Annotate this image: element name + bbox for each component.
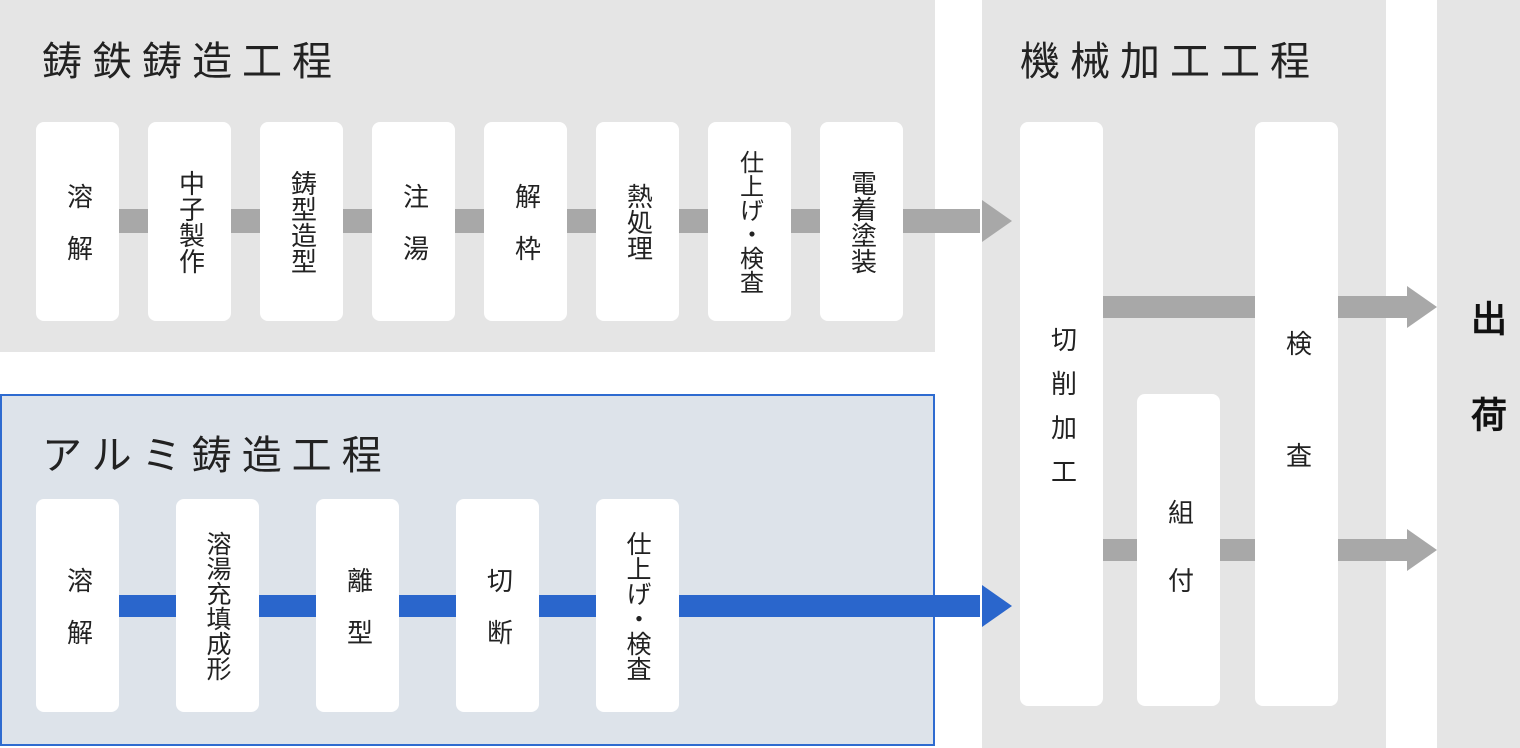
iron-step-label: 電着塗装 bbox=[846, 169, 877, 274]
iron-step-electrocoating: 電着塗装 bbox=[820, 122, 903, 321]
aluminum-step-melting: 溶 解 bbox=[36, 499, 119, 712]
machining-step-label: 検 査 bbox=[1281, 330, 1312, 498]
shipment-panel bbox=[1437, 0, 1520, 748]
shipment-label: 出荷 bbox=[1465, 300, 1507, 492]
to-shipment-arrowhead-upper bbox=[1407, 286, 1437, 328]
aluminum-step-cutting: 切 断 bbox=[456, 499, 539, 712]
machining-step-cutting: 切削加工 bbox=[1020, 122, 1103, 706]
iron-casting-title: 鋳鉄鋳造工程 bbox=[42, 39, 342, 85]
machining-step-label: 組 付 bbox=[1163, 499, 1194, 601]
iron-step-shakeout: 解 枠 bbox=[484, 122, 567, 321]
aluminum-step-label: 切 断 bbox=[482, 566, 513, 645]
iron-step-pouring: 注 湯 bbox=[372, 122, 455, 321]
aluminum-step-label: 仕上げ・検査 bbox=[623, 530, 652, 681]
machining-step-inspection: 検 査 bbox=[1255, 122, 1338, 706]
aluminum-flow-arrowhead bbox=[982, 585, 1012, 627]
iron-step-label: 熱処理 bbox=[622, 182, 653, 261]
iron-step-finishing-inspection: 仕上げ・検査 bbox=[708, 122, 791, 321]
iron-step-label: 中子製作 bbox=[174, 169, 205, 274]
iron-step-label: 鋳型造型 bbox=[286, 169, 317, 274]
machining-title: 機械加工工程 bbox=[1020, 39, 1320, 85]
iron-step-heat-treatment: 熱処理 bbox=[596, 122, 679, 321]
to-shipment-bar-lower bbox=[1338, 539, 1410, 561]
iron-flow-arrowhead bbox=[982, 200, 1012, 242]
aluminum-step-label: 溶湯充填成形 bbox=[203, 530, 232, 681]
iron-step-label: 解 枠 bbox=[510, 182, 541, 261]
aluminum-casting-title: アルミ鋳造工程 bbox=[42, 433, 392, 479]
aluminum-step-finishing-inspection: 仕上げ・検査 bbox=[596, 499, 679, 712]
iron-step-label: 注 湯 bbox=[398, 182, 429, 261]
aluminum-step-label: 溶 解 bbox=[62, 566, 93, 645]
iron-step-melting: 溶 解 bbox=[36, 122, 119, 321]
to-shipment-bar-upper bbox=[1338, 296, 1410, 318]
machining-step-assembly: 組 付 bbox=[1137, 394, 1220, 706]
iron-step-molding: 鋳型造型 bbox=[260, 122, 343, 321]
aluminum-step-demolding: 離 型 bbox=[316, 499, 399, 712]
iron-step-label: 溶 解 bbox=[62, 182, 93, 261]
aluminum-step-filling-forming: 溶湯充填成形 bbox=[176, 499, 259, 712]
machining-connector-upper bbox=[1103, 296, 1255, 318]
to-shipment-arrowhead-lower bbox=[1407, 529, 1437, 571]
iron-step-core-making: 中子製作 bbox=[148, 122, 231, 321]
iron-step-label: 仕上げ・検査 bbox=[735, 149, 764, 294]
machining-step-label: 切削加工 bbox=[1046, 326, 1077, 502]
aluminum-step-label: 離 型 bbox=[342, 566, 373, 645]
